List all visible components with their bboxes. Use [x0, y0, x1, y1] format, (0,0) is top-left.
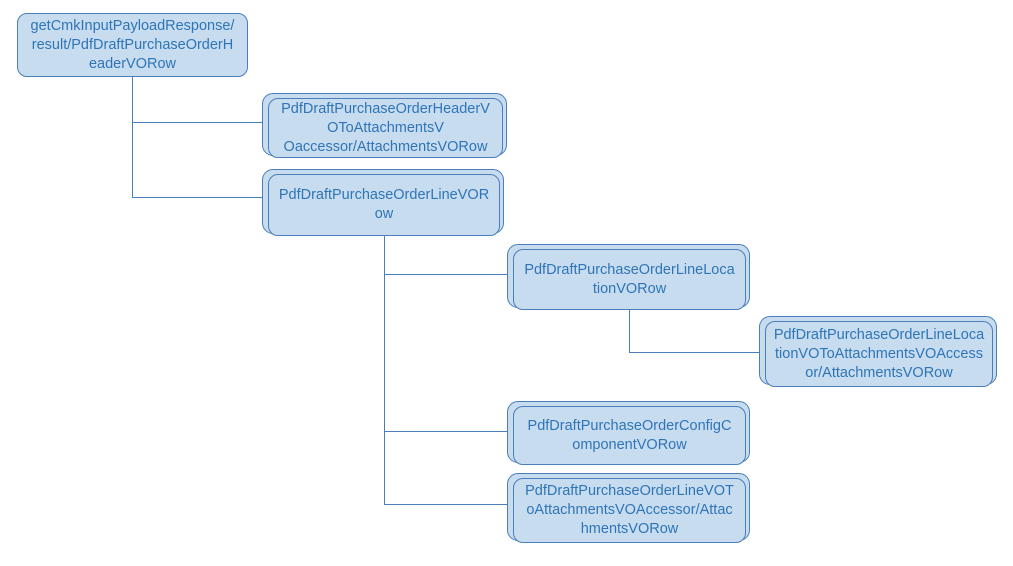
node-label: getCmkInputPayloadResponse/ result/PdfDr… — [30, 17, 235, 72]
connector-to-line-location — [384, 274, 507, 275]
node-config-component-vo-row[interactable]: PdfDraftPurchaseOrderConfigC omponentVOR… — [507, 401, 750, 465]
node-box: getCmkInputPayloadResponse/ result/PdfDr… — [17, 13, 248, 77]
connector-to-config-component — [384, 431, 507, 432]
node-box: PdfDraftPurchaseOrderLineVOR ow — [268, 174, 500, 236]
node-box: PdfDraftPurchaseOrderLineVOT oAttachment… — [513, 478, 746, 543]
node-label: PdfDraftPurchaseOrderConfigC omponentVOR… — [527, 417, 732, 453]
node-box: PdfDraftPurchaseOrderConfigC omponentVOR… — [513, 406, 746, 465]
connector-line-vertical — [384, 236, 385, 504]
node-label: PdfDraftPurchaseOrderLineVOR ow — [278, 187, 490, 222]
connector-root-vertical — [132, 77, 133, 197]
node-line-location-vo-row[interactable]: PdfDraftPurchaseOrderLineLoca tionVORow — [507, 244, 750, 310]
connector-to-header-attachments — [132, 122, 262, 123]
node-line-vo-attachments[interactable]: PdfDraftPurchaseOrderLineVOT oAttachment… — [507, 473, 750, 543]
node-line-vo-row[interactable]: PdfDraftPurchaseOrderLineVOR ow — [262, 169, 504, 236]
node-box: PdfDraftPurchaseOrderHeaderV OToAttachme… — [268, 98, 503, 158]
connector-location-vertical — [629, 310, 630, 352]
node-box: PdfDraftPurchaseOrderLineLoca tionVORow — [513, 249, 746, 310]
connector-to-location-attachments — [629, 352, 759, 353]
node-line-location-attachments[interactable]: PdfDraftPurchaseOrderLineLoca tionVOToAt… — [759, 316, 997, 387]
node-box: PdfDraftPurchaseOrderLineLoca tionVOToAt… — [765, 321, 993, 387]
node-label: PdfDraftPurchaseOrderLineLoca tionVOToAt… — [773, 326, 985, 381]
node-label: PdfDraftPurchaseOrderHeaderV OToAttachme… — [281, 100, 490, 155]
connector-to-line-attachments — [384, 504, 507, 505]
node-root-header-vo-row[interactable]: getCmkInputPayloadResponse/ result/PdfDr… — [17, 13, 248, 77]
node-header-vo-attachments[interactable]: PdfDraftPurchaseOrderHeaderV OToAttachme… — [262, 93, 507, 158]
node-label: PdfDraftPurchaseOrderLineVOT oAttachment… — [525, 483, 734, 537]
node-label: PdfDraftPurchaseOrderLineLoca tionVORow — [524, 261, 735, 297]
connector-to-line-vo-row — [132, 197, 262, 198]
